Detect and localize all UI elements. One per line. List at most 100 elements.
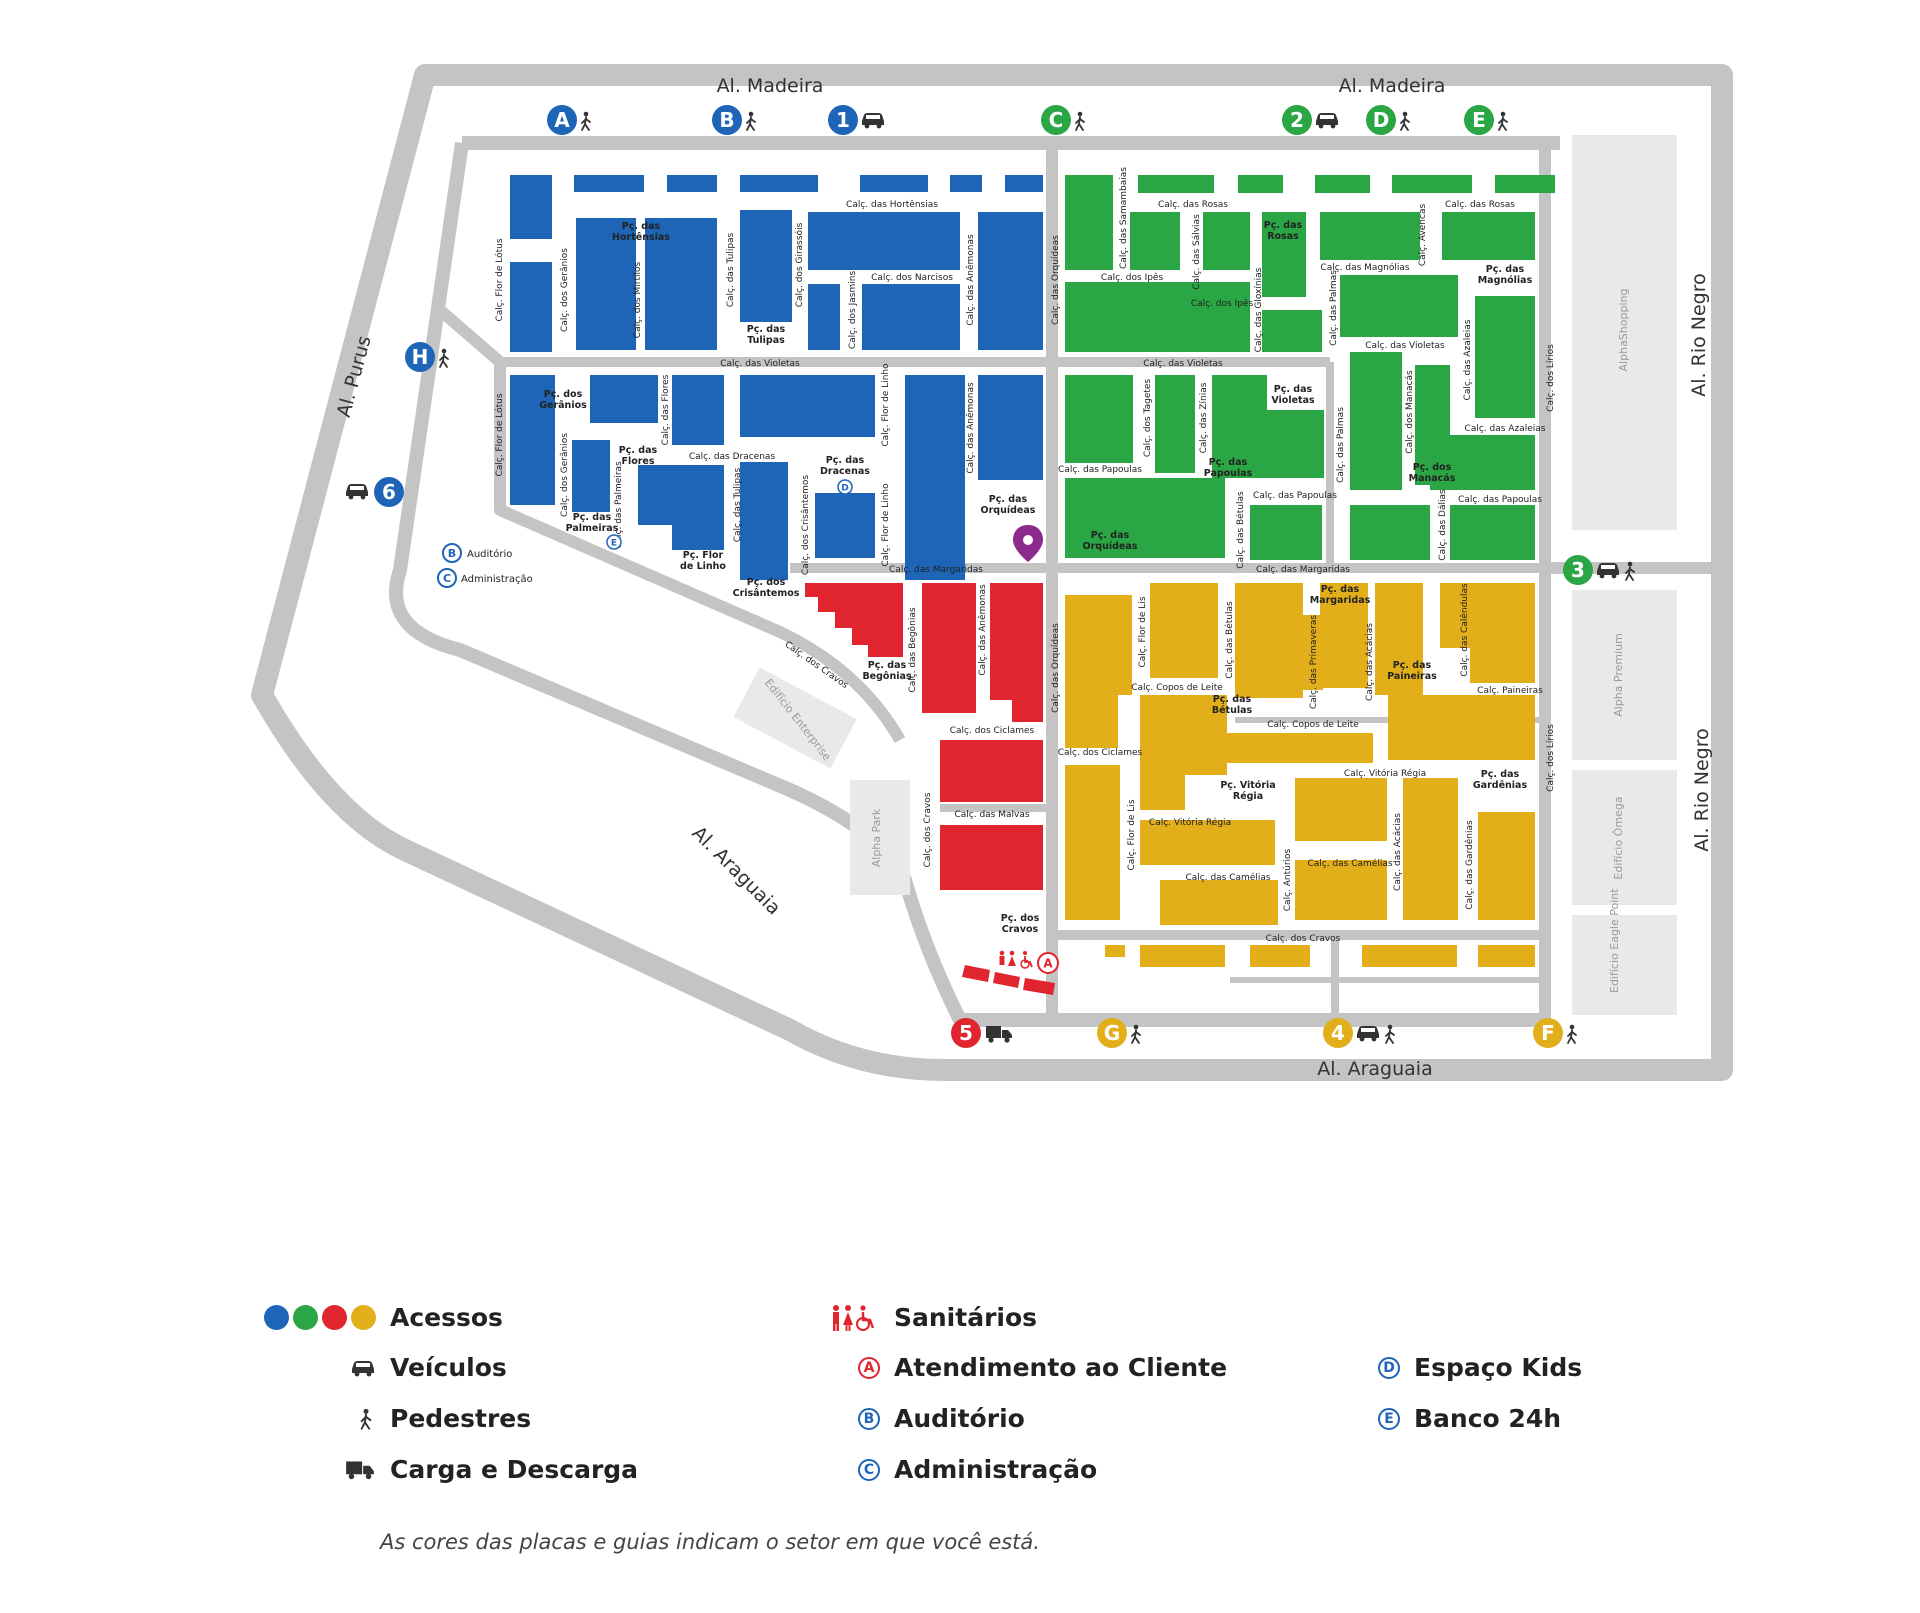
legend-sanitarios: Sanitários [820, 1303, 1037, 1332]
alpha-premium-label: Alpha Premium [1612, 633, 1625, 717]
legend-label: Sanitários [894, 1303, 1038, 1332]
street-label: Calç. das Bétulas [1224, 601, 1235, 679]
legend-label: Pedestres [390, 1404, 532, 1433]
street-label: Calç. das Papoulas [1058, 465, 1142, 475]
access-5-badge[interactable]: 5 [951, 1018, 1012, 1048]
street-label: Calç. dos Gerânios [560, 433, 570, 517]
street-label: Calç. dos Girassóis [794, 222, 805, 307]
street-label: Calç. das Calêndulas [1459, 583, 1470, 677]
legend-label: Veículos [390, 1353, 507, 1382]
road-label-rio-negro-bottom: Al. Rio Negro [1691, 728, 1713, 851]
sector-red [805, 583, 1055, 995]
svg-text:A: A [554, 108, 570, 132]
pedestrian-icon [1385, 1023, 1395, 1044]
access-C-badge[interactable]: C [1041, 105, 1085, 135]
road-label-madeira-left: Al. Madeira [717, 75, 824, 97]
street-label: Calç. das Dálias [1438, 489, 1448, 561]
pedestrian-icon [1075, 110, 1085, 131]
street-label: Calç. das Margaridas [1256, 565, 1350, 575]
legend-label: Carga e Descarga [390, 1455, 639, 1484]
street-label: Calç. das Camélias [1307, 858, 1392, 869]
street-label: Calç. dos Gerânios [560, 248, 570, 332]
svg-text:2: 2 [1290, 108, 1304, 132]
auditorium-icon: B [858, 1407, 880, 1430]
street-label: Calç. das Orquídeas [1051, 235, 1061, 325]
access-H-badge[interactable]: H [405, 342, 449, 372]
administration-icon: C [858, 1458, 880, 1481]
svg-text:3: 3 [1571, 558, 1585, 582]
access-6-badge[interactable]: 6 [346, 477, 404, 507]
pedestrian-icon [1400, 110, 1410, 131]
street-label: Calç. das Anêmonas [965, 234, 976, 326]
svg-text:B: B [719, 108, 734, 132]
street-label: Calç. das Samambaias [1119, 167, 1129, 269]
access-3-badge[interactable]: 3 [1563, 555, 1635, 585]
road-label-rio-negro-top: Al. Rio Negro [1688, 273, 1710, 396]
street-label: Calç. das Magnólias [1320, 262, 1409, 273]
legend-label: Administração [894, 1455, 1098, 1484]
espaco-kids-marker: D [837, 479, 853, 495]
street-label: Calç. das Anêmonas [977, 584, 988, 676]
svg-text:E: E [611, 539, 617, 549]
administracao-marker: C Administração [437, 568, 533, 588]
street-label: Calç. Avencas [1418, 204, 1428, 267]
car-icon [1597, 563, 1619, 579]
access-4-badge[interactable]: 4 [1323, 1018, 1395, 1048]
access-2-badge[interactable]: 2 [1282, 105, 1338, 135]
street-label: Calç. Vitória Régia [1149, 817, 1231, 828]
street-label: Calç. das Violetas [1365, 341, 1445, 351]
street-label: Calç. das Violetas [1143, 359, 1223, 369]
alpha-park-building [850, 780, 910, 895]
access-D-badge[interactable]: D [1366, 105, 1410, 135]
legend-auditorio: B Auditório [820, 1404, 1025, 1433]
street-label: Calç. das Papoulas [1458, 495, 1542, 505]
access-F-badge[interactable]: F [1533, 1018, 1577, 1048]
access-A-badge[interactable]: A [547, 105, 591, 135]
street-label: Calç. dos Crisântemos [801, 475, 811, 575]
svg-text:B: B [448, 547, 456, 560]
legend-label: Acessos [390, 1303, 503, 1332]
sector-yellow [1065, 583, 1535, 967]
access-G-badge[interactable]: G [1097, 1018, 1141, 1048]
street-label: Calç. das Acácias [1365, 623, 1375, 701]
legend-banco: E Banco 24h [1370, 1404, 1561, 1433]
pedestrian-icon [1131, 1023, 1141, 1044]
svg-text:A: A [1043, 957, 1053, 971]
svg-text:F: F [1541, 1021, 1555, 1045]
access-E-badge[interactable]: E [1464, 105, 1508, 135]
street-label: Calç. dos Narcisos [871, 273, 953, 283]
legend-veiculos: Veículos [250, 1353, 507, 1382]
svg-text:4: 4 [1331, 1021, 1345, 1045]
street-label: Calç. das Azaleias [1465, 424, 1546, 434]
access-1-badge[interactable]: 1 [828, 105, 884, 135]
street-label: Calç. das Hortênsias [846, 199, 938, 210]
customer-service-marker: A [1037, 952, 1059, 974]
street-label: Calç. das Malvas [954, 810, 1029, 820]
street-label: Calç. dos Mirtilos [633, 261, 643, 338]
street-label: Calç. das Dracenas [689, 452, 776, 462]
street-label: Calç. das Orquídeas [1051, 623, 1061, 713]
street-label: Calç. Flor de Lótus [494, 393, 505, 476]
street-label: Calç. das Bétulas [1235, 491, 1246, 569]
street-label: Calç. Flor de Linho [881, 363, 891, 447]
access-B-badge[interactable]: B [712, 105, 756, 135]
legend-acessos: Acessos [250, 1303, 503, 1332]
street-label: Calç. das Zínias [1199, 382, 1209, 453]
administracao-map-label: Administração [461, 574, 533, 585]
edificio-enterprise-building [733, 667, 857, 769]
street-label: Calç. dos Ipês [1101, 272, 1164, 283]
street-label: Calç. das Gardênias [1464, 820, 1475, 910]
sector-blue [510, 175, 1043, 580]
banco-24h-marker: E [606, 534, 622, 550]
